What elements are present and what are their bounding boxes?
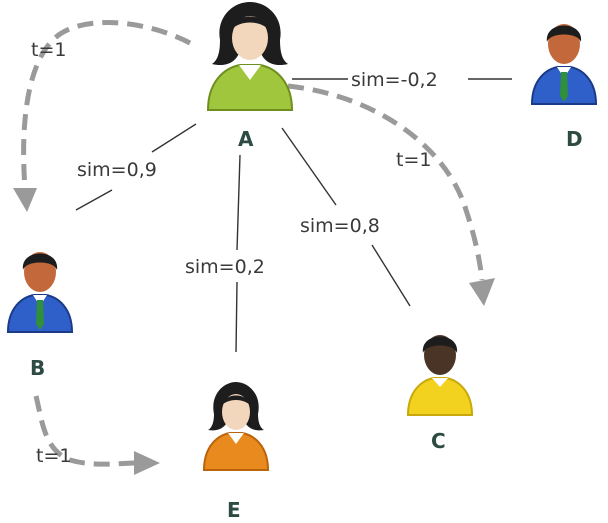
trust-edge-B-E: t=1: [33, 395, 160, 475]
sim-edge-A-E: sim=0,2: [185, 154, 265, 353]
sim-edge-A-D: sim=-0,2: [292, 69, 512, 91]
sim-label-A-B: sim=0,9: [77, 159, 157, 181]
node-label-b: B: [30, 356, 45, 380]
person-b-icon: [6, 252, 74, 333]
sim-label-A-C: sim=0,8: [300, 215, 380, 237]
trust-label-A-B: t=1: [31, 39, 66, 61]
trust-label-B-E: t=1: [36, 445, 71, 467]
sim-label-A-E: sim=0,2: [185, 256, 265, 278]
person-c-icon: [406, 335, 474, 416]
node-label-d: D: [566, 127, 583, 151]
person-a-icon: [206, 2, 294, 111]
sim-edge-A-C: sim=0,8: [281, 127, 411, 307]
person-e-icon: [202, 382, 270, 471]
sim-label-A-D: sim=-0,2: [351, 69, 438, 91]
person-d-icon: [530, 24, 598, 105]
trust-edge-A-C: t=1: [287, 83, 495, 306]
node-label-e: E: [227, 498, 241, 522]
node-label-a: A: [238, 127, 254, 151]
sim-edge-A-B: sim=0,9: [75, 123, 197, 211]
node-label-c: C: [431, 429, 446, 453]
trust-edge-A-B: t=1: [13, 19, 192, 212]
trust-label-A-C: t=1: [396, 149, 431, 171]
